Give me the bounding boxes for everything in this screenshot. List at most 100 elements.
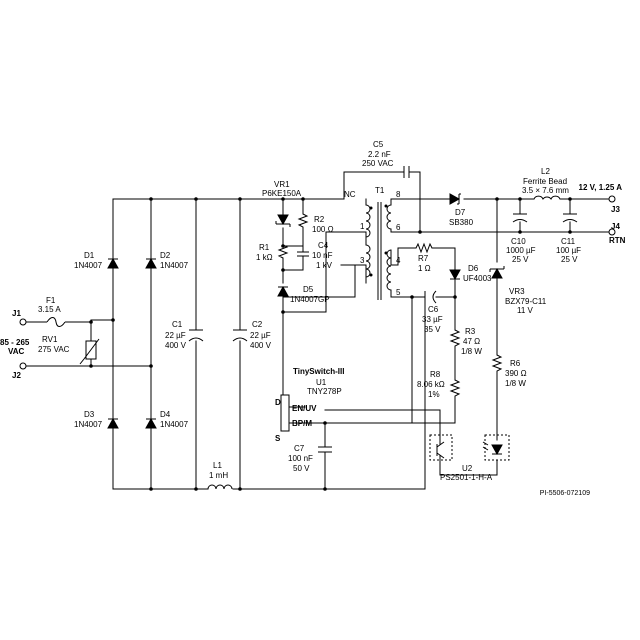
d4-ref: D4: [160, 410, 171, 419]
vac-label-1: 85 - 265: [0, 338, 30, 347]
d2-val: 1N4007: [160, 261, 189, 270]
resistor-r8: R8 8.06 kΩ 1%: [417, 370, 461, 399]
j1-label: J1: [12, 309, 21, 318]
t1-pin3: 3: [360, 256, 365, 265]
c10-val1: 1000 µF: [506, 246, 536, 255]
d6-val: UF4003: [463, 274, 492, 283]
c4-val1: 10 nF: [312, 251, 333, 260]
j2-terminal: [19, 362, 27, 370]
t1-pin6: 6: [396, 223, 401, 232]
u1-pin-d: D: [275, 398, 281, 407]
c5-val2: 250 VAC: [362, 159, 394, 168]
r3-ref: R3: [465, 327, 476, 336]
c6-ref: C6: [428, 305, 439, 314]
ic-u1: TinySwitch-III U1 TNY278P D S EN/UV BP/M: [275, 367, 344, 443]
c10-val2: 25 V: [512, 255, 529, 264]
inductor-l1: L1 1 mH: [207, 461, 233, 490]
u1-part: TNY278P: [307, 387, 342, 396]
capacitor-c5: C5 2.2 nF 250 VAC: [362, 140, 414, 178]
l2-val2: 3.5 × 7.6 mm: [522, 186, 569, 195]
d6-ref: D6: [468, 264, 479, 273]
c6-val1: 33 µF: [422, 315, 443, 324]
resistor-r1: R1 1 kΩ: [256, 243, 289, 262]
u1-family: TinySwitch-III: [293, 367, 344, 376]
diode-d6: D6 UF4003: [449, 264, 492, 284]
optocoupler-u2: U2 PS2501-1-H-A: [429, 434, 510, 482]
resistor-r6: R6 390 Ω 1/8 W: [491, 354, 527, 388]
r3-val2: 1/8 W: [461, 347, 482, 356]
capacitor-c10: C10 1000 µF 25 V: [506, 213, 536, 264]
c5-val1: 2.2 nF: [368, 150, 391, 159]
diode-d2: D2 1N4007: [145, 251, 189, 270]
c11-val2: 25 V: [561, 255, 578, 264]
c4-val2: 1 kV: [316, 261, 333, 270]
r3-val1: 47 Ω: [463, 337, 480, 346]
rv1-val: 275 VAC: [38, 345, 70, 354]
c6-val2: 35 V: [424, 325, 441, 334]
ferrite-bead-l2: L2 Ferrite Bead 3.5 × 7.6 mm: [522, 167, 569, 200]
j3-label: J3: [611, 205, 620, 214]
c1-val2: 400 V: [165, 341, 187, 350]
rv1-ref: RV1: [42, 335, 58, 344]
capacitor-c6: C6 33 µF 35 V: [422, 290, 443, 334]
r6-val2: 1/8 W: [505, 379, 526, 388]
transformer-t1: T1 NC 1 3 8 6 4 5: [344, 186, 401, 300]
c1-val1: 22 µF: [165, 331, 186, 340]
d7-val: SB380: [449, 218, 474, 227]
diode-d4: D4 1N4007: [145, 410, 189, 429]
r1-ref: R1: [259, 243, 270, 252]
vr3-val1: BZX79-C11: [505, 297, 547, 306]
r8-val1: 8.06 kΩ: [417, 380, 445, 389]
u1-pin-en: EN/UV: [292, 404, 317, 413]
capacitor-c1: C1 22 µF 400 V: [165, 320, 204, 350]
u1-pin-s: S: [275, 434, 281, 443]
d3-ref: D3: [84, 410, 95, 419]
t1-pin4: 4: [396, 256, 401, 265]
resistor-r2: R2 100 Ω: [297, 213, 334, 234]
d7-ref: D7: [455, 208, 466, 217]
junction-dots: [89, 197, 572, 491]
vac-label-2: VAC: [8, 347, 25, 356]
j1-terminal: [19, 318, 27, 326]
d1-ref: D1: [84, 251, 95, 260]
u2-part: PS2501-1-H-A: [440, 473, 493, 482]
c5-ref: C5: [373, 140, 384, 149]
c7-ref: C7: [294, 444, 305, 453]
diode-d7: D7 SB380: [449, 193, 474, 227]
c2-val1: 22 µF: [250, 331, 271, 340]
c1-ref: C1: [172, 320, 183, 329]
rtn-label: RTN: [609, 236, 626, 245]
capacitor-c2: C2 22 µF 400 V: [232, 320, 272, 350]
vr3-val2: 11 V: [517, 306, 534, 315]
resistor-r3: R3 47 Ω 1/8 W: [449, 327, 482, 356]
capacitor-c7: C7 100 nF 50 V: [288, 444, 332, 473]
t1-ref: T1: [375, 186, 385, 195]
t1-pin5: 5: [396, 288, 401, 297]
c2-val2: 400 V: [250, 341, 272, 350]
d5-ref: D5: [303, 285, 314, 294]
diode-d5: D5 1N4007GP: [277, 285, 330, 304]
c4-ref: C4: [318, 241, 329, 250]
vr3-ref: VR3: [509, 287, 525, 296]
l1-ref: L1: [213, 461, 222, 470]
j2-label: J2: [12, 371, 21, 380]
varistor-rv1: RV1 275 VAC: [38, 335, 100, 365]
diode-d1: D1 1N4007: [74, 251, 119, 270]
j3-terminal: [608, 195, 616, 203]
c7-val2: 50 V: [293, 464, 310, 473]
j4-label: J4: [611, 222, 620, 231]
c11-ref: C11: [561, 237, 576, 246]
t1-pin1: 1: [360, 222, 365, 231]
vr1-ref: VR1: [274, 180, 290, 189]
l1-val: 1 mH: [209, 471, 228, 480]
d1-val: 1N4007: [74, 261, 103, 270]
output-voltage-label: 12 V, 1.25 A: [579, 183, 623, 192]
capacitor-c4: C4 10 nF 1 kV: [297, 241, 333, 270]
d5-val: 1N4007GP: [290, 295, 330, 304]
c7-val1: 100 nF: [288, 454, 313, 463]
r7-ref: R7: [418, 254, 429, 263]
tvs-vr1: VR1 P6KE150A: [262, 180, 302, 227]
vr1-val: P6KE150A: [262, 189, 302, 198]
zener-vr3: VR3 BZX79-C11 11 V: [489, 266, 547, 315]
